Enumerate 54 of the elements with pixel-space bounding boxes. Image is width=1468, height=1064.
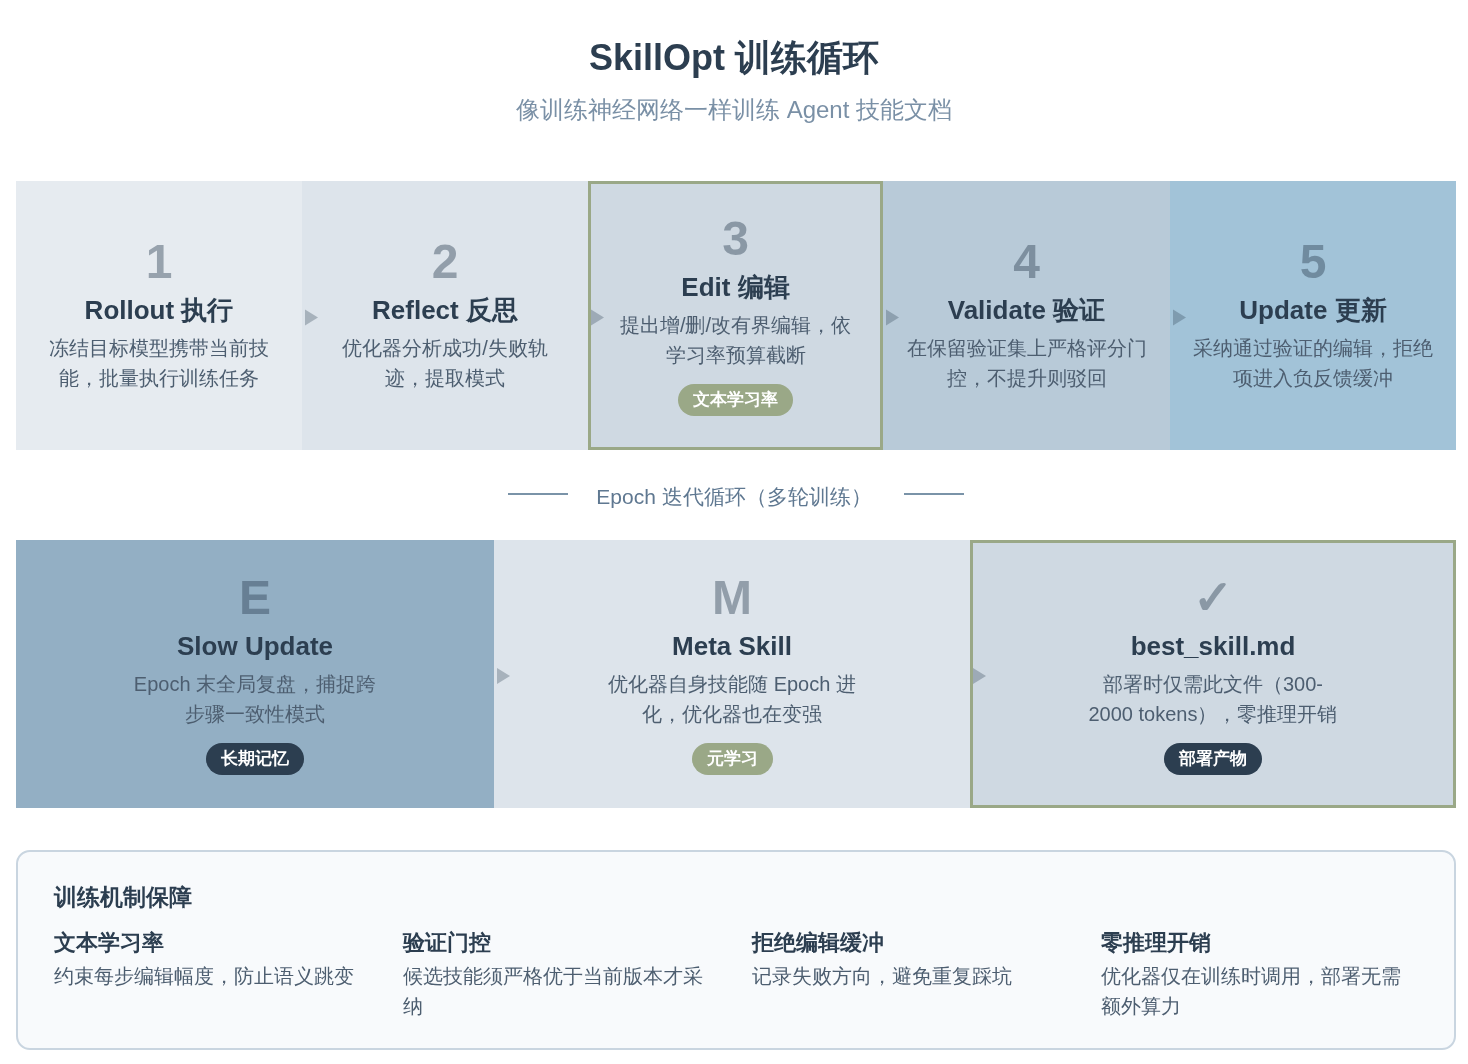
step-title: Edit 编辑 (681, 271, 790, 304)
step-panel (588, 181, 883, 450)
step-number: 4 (1013, 238, 1040, 286)
panel-heading: 训练机制保障 (54, 883, 192, 912)
step-description: 冻结目标模型携带当前技能，批量执行训练任务 (48, 336, 270, 391)
arrow (1173, 309, 1186, 326)
step-panel (494, 540, 970, 808)
step-description: 部署时仅需此文件（300-2000 tokens），零推理开销 (1087, 671, 1339, 727)
item-heading: 零推理开销 (1101, 929, 1211, 957)
arrow (886, 309, 899, 326)
step-description: 采纳通过验证的编辑，拒绝项进入负反馈缓冲 (1192, 336, 1434, 391)
item-text: 优化器仅在训练时调用，部署无需额外算力 (1101, 964, 1402, 1019)
step-panel (1170, 181, 1456, 450)
step-number: 2 (431, 238, 459, 286)
step-panel (883, 181, 1170, 450)
item-heading: 文本学习率 (54, 929, 164, 957)
step-letter: M (712, 573, 752, 622)
step-panel (970, 540, 1456, 808)
step-description: 优化器分析成功/失败轨迹，提取模式 (341, 336, 549, 391)
divider-label: Epoch 迭代循环（多轮训练） (596, 484, 872, 510)
item-text: 约束每步编辑幅度，防止语义跳变 (54, 964, 354, 989)
subtitle: 像训练神经网络一样训练 Agent 技能文档 (515, 95, 953, 125)
pill-tag: 长期记忆 (206, 742, 304, 775)
item-heading: 验证门控 (403, 929, 491, 957)
step-panel (16, 540, 494, 808)
arrow (973, 668, 986, 684)
step-number: 5 (1299, 238, 1327, 286)
step-number: 1 (145, 238, 173, 286)
item-heading: 拒绝编辑缓冲 (752, 929, 884, 957)
step-title: best_skill.md (1130, 629, 1296, 663)
step-title: Validate 验证 (947, 294, 1106, 327)
step-title: Slow Update (177, 629, 333, 663)
pill-tag: 元学习 (691, 742, 773, 775)
item-text: 记录失败方向，避免重复踩坑 (752, 964, 1012, 989)
info-panel (16, 850, 1456, 1050)
step-title: Update 更新 (1239, 294, 1387, 327)
arrow (497, 668, 510, 684)
step-panel (16, 181, 302, 450)
step-description: Epoch 末全局复盘，捕捉跨步骤一致性模式 (132, 671, 378, 727)
title: SkillOpt 训练循环 (589, 36, 879, 80)
step-panel (302, 181, 588, 450)
arrow (305, 309, 318, 326)
step-title: Reflect 反思 (372, 294, 518, 327)
check-mark: ✓ (1193, 573, 1233, 622)
step-description: 提出增/删/改有界编辑，依学习率预算截断 (618, 313, 853, 368)
item-text: 候选技能须严格优于当前版本才采纳 (403, 964, 704, 1019)
step-title: Meta Skill (672, 629, 792, 663)
pill-tag: 文本学习率 (678, 384, 793, 416)
step-number: 3 (722, 215, 749, 263)
step-title: Rollout 执行 (84, 294, 234, 327)
arrow (591, 309, 604, 326)
step-description: 优化器自身技能随 Epoch 进化，优化器也在变强 (607, 671, 857, 727)
pill-tag: 部署产物 (1164, 742, 1262, 775)
step-description: 在保留验证集上严格评分门控，不提升则驳回 (905, 336, 1148, 391)
